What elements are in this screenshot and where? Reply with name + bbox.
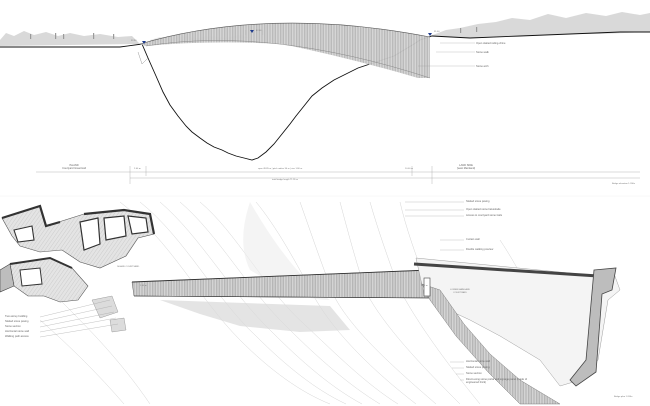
elevation-callout-stone-walk: Stone walk [476, 51, 489, 54]
mainland-courtyard-label-2: COURTYARD [453, 292, 467, 294]
mainland-courtyard [413, 257, 621, 405]
level-label-mid: 42.00 [256, 30, 262, 32]
elevation-caption: Bridge elevation 1:200a [612, 183, 635, 185]
valley-shade [243, 202, 330, 300]
total-length-dimension: total bridge length 71.55 m [272, 179, 298, 181]
level-label-right: 31.00 [434, 31, 440, 33]
plan-callout-r-curtain-wall: Curtain wall [466, 238, 480, 241]
bridge-deck-plan [131, 269, 433, 332]
island-dimension-subtitle: Courtyard Great Hall [62, 167, 86, 170]
plan-caption: Bridge plan 1:200a [614, 396, 633, 398]
main-span-dimension: span 49.85 m | pitch radius 30 m | rise … [257, 168, 303, 170]
mainland-plan-dimension: 2.00 m [421, 285, 428, 287]
terrain-detail [137, 51, 149, 65]
elevation-callout-leaders [418, 42, 475, 67]
plan-callout-r-section: Stone section [466, 372, 482, 375]
plan-callout-r-wall: Horizontal stone wall [466, 360, 490, 363]
level-label-left: 32.90 [131, 40, 137, 42]
plan-callout-building: Two-storey building [5, 315, 28, 318]
elevation-dimension-lines [36, 166, 640, 184]
island-buildings [0, 204, 156, 333]
right-span-dimension: 10.00 m [405, 168, 413, 170]
plan-callout-r-access: Access to courtyard stone trails [466, 214, 503, 217]
bridge-deck-line [139, 22, 431, 45]
elevation-drawing [0, 12, 650, 184]
bridge-arch-slats [140, 23, 430, 78]
island-plan-dimension: 2.00 m [140, 285, 147, 287]
mainland-courtyard-label-1: LOWER MAINLAND [450, 289, 470, 291]
elevation-callout-railing: Open slatted railing-chine [476, 42, 506, 45]
plan-drawing [0, 201, 621, 405]
island-dimension-title: ISLAND [69, 164, 79, 167]
plan-callout-r-paving-2: Slatted stone paving [466, 366, 490, 369]
plan-callout-stone-wall: Horizontal stone wall [5, 330, 29, 333]
left-span-dimension: 2.00 m [134, 168, 141, 170]
plan-callout-r-balustrade: Open slatted stone balustrade [466, 208, 501, 211]
landside-dimension-title: LAND SIDE [459, 164, 473, 167]
elevation-callout-stone-arch: Stone arch [476, 65, 489, 68]
plan-callout-r-paving: Slatted stone paving [466, 200, 490, 203]
plan-callout-r-preview: Double walking preview [466, 248, 494, 251]
plan-callout-paving: Slatted stone paving [5, 320, 29, 323]
plan-callout-r-portal: Direct-using stone portal and signage pa… [466, 378, 527, 384]
plan-callout-stone-section: Stone section [5, 325, 21, 328]
landside-dimension-subtitle: (west Mainland) [456, 167, 476, 170]
plan-callout-path: Walking path access [5, 335, 29, 338]
plan-callout-leaders [39, 201, 464, 381]
level-markers [142, 30, 432, 44]
island-courtyard-label: ISLAND COURTYARD [117, 266, 140, 268]
bridge-arch-underside [145, 40, 431, 79]
